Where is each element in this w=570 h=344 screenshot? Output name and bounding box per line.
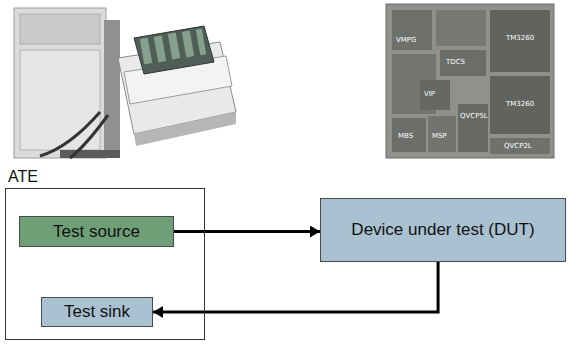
box-label: Test sink bbox=[64, 302, 130, 322]
die-block-label: QVCP5L bbox=[460, 112, 488, 120]
signal-arrow bbox=[174, 230, 320, 233]
box-label: Test source bbox=[53, 222, 140, 242]
die-block-label: TM3260 bbox=[506, 34, 534, 42]
die-block-label: VMPG bbox=[396, 36, 416, 44]
frame-heading: ATE bbox=[8, 168, 38, 186]
process-box: Device under test (DUT) bbox=[320, 198, 566, 262]
box-label: Device under test (DUT) bbox=[351, 220, 534, 240]
die-block-label: TDCS bbox=[446, 58, 465, 66]
ate-frame: ATETest sourceTest sink bbox=[5, 188, 205, 340]
process-box: Test sink bbox=[41, 297, 153, 327]
process-box: Test source bbox=[19, 216, 174, 247]
die-block-label: TM3260 bbox=[506, 100, 534, 108]
chip-die-picture bbox=[386, 4, 554, 158]
die-block-label: MBS bbox=[398, 132, 413, 140]
die-block-label: VIP bbox=[424, 90, 435, 98]
signal-arrow bbox=[153, 262, 438, 312]
die-block-label: QVCP2L bbox=[504, 142, 532, 150]
ate-machine-picture bbox=[14, 8, 236, 158]
die-block-label: MSP bbox=[432, 132, 447, 140]
